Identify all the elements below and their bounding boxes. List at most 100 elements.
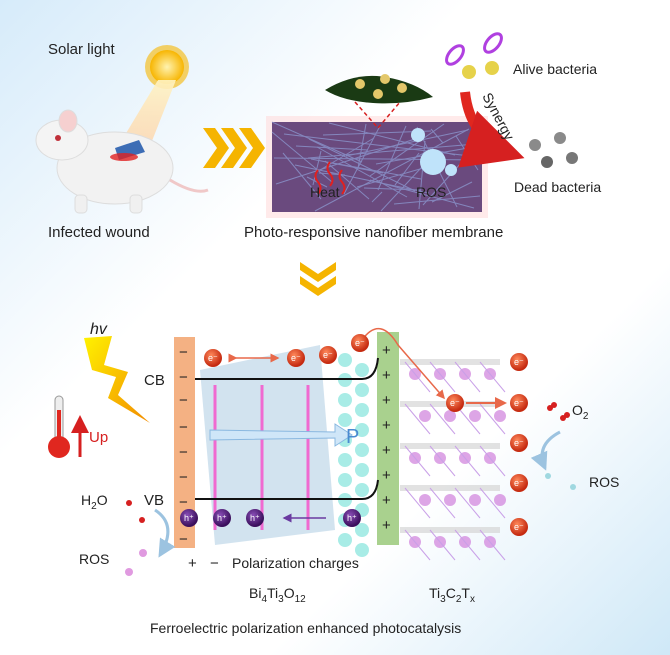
- alive-bacteria-icon: [445, 32, 503, 79]
- bond: [429, 445, 456, 477]
- ros-droplet-icon: [545, 473, 576, 490]
- ros-label-right: ROS: [589, 474, 619, 490]
- hole-ball: [213, 509, 231, 527]
- holes: h⁺h⁺h⁺h⁺: [180, 509, 361, 527]
- fiber: [316, 146, 408, 198]
- bond: [479, 445, 506, 477]
- electron-ball: [510, 474, 528, 492]
- fiber: [295, 145, 369, 151]
- minus-sign: −: [179, 469, 188, 486]
- electrons: e⁻ e⁻ e⁻ e⁻ e⁻ e⁻ e⁻ e⁻ e⁻ e⁻: [204, 334, 528, 536]
- membrane-caption: Photo-responsive nanofiber membrane: [244, 224, 503, 241]
- heat-label: Heat: [310, 184, 340, 200]
- fiber: [307, 143, 477, 159]
- fiber: [393, 195, 481, 205]
- atom: [355, 463, 369, 477]
- hole-label: h⁺: [250, 513, 260, 523]
- electron-label: e⁻: [514, 398, 524, 408]
- bond: [404, 529, 431, 561]
- electron: e⁻: [287, 349, 305, 367]
- electron-label: e⁻: [450, 398, 460, 408]
- atom: [355, 543, 369, 557]
- polarization-charges-label: Polarization charges: [232, 555, 359, 571]
- fiber: [377, 125, 407, 191]
- ti-atom: [444, 410, 456, 422]
- electron-label: e⁻: [514, 522, 524, 532]
- bond: [429, 487, 456, 519]
- electron-label: e⁻: [291, 353, 301, 363]
- electron: e⁻: [510, 434, 528, 452]
- dead-bacteria-icon: [529, 132, 578, 168]
- o2-molecule-icon: [547, 402, 570, 421]
- ros-droplet-icon: [125, 549, 147, 576]
- atom: [338, 413, 352, 427]
- atom: [338, 533, 352, 547]
- plus-sign: +: [382, 442, 391, 459]
- minus-sign: −: [179, 444, 188, 461]
- bond: [404, 487, 431, 519]
- bto-crystal: [200, 345, 369, 557]
- polarization-minus: −: [210, 555, 219, 572]
- fiber: [430, 128, 444, 144]
- electron: e⁻: [510, 518, 528, 536]
- electron: e⁻: [510, 353, 528, 371]
- electron: e⁻: [446, 394, 464, 412]
- bond: [479, 361, 506, 393]
- ti-atom: [419, 494, 431, 506]
- cb-label: CB: [144, 372, 165, 389]
- plus-sign: +: [382, 392, 391, 409]
- ti-atom: [419, 410, 431, 422]
- polarization-arrow: [209, 423, 353, 447]
- fiber: [394, 152, 420, 186]
- bond: [429, 403, 456, 435]
- fiber: [275, 137, 419, 185]
- sun-icon: [145, 45, 189, 89]
- electron-ball: [204, 349, 222, 367]
- h2o-molecule-icon: [126, 500, 145, 523]
- hole: h⁺: [213, 509, 231, 527]
- electron-ball: [319, 346, 337, 364]
- solar-light-label: Solar light: [48, 41, 116, 58]
- hole-label: h⁺: [217, 513, 227, 523]
- caption: Ferroelectric polarization enhanced phot…: [150, 620, 461, 636]
- fiber: [271, 131, 333, 183]
- plus-sign: +: [382, 517, 391, 534]
- hole-ball: [246, 509, 264, 527]
- light-beam: [122, 80, 176, 146]
- chevron-down-icon: [300, 262, 336, 296]
- plus-sign: +: [382, 367, 391, 384]
- minus-sign: −: [179, 419, 188, 436]
- fiber: [418, 140, 426, 210]
- electron-migration-arrow: [361, 328, 445, 400]
- atom: [355, 523, 369, 537]
- negative-charges: −−−−−−−−: [179, 344, 188, 548]
- electron: e⁻: [204, 349, 222, 367]
- hv-label: hv: [90, 321, 108, 338]
- atom: [355, 383, 369, 397]
- plus-sign: +: [382, 492, 391, 509]
- plus-sign: +: [382, 417, 391, 434]
- atom: [355, 423, 369, 437]
- negative-charge-bar: [174, 337, 195, 548]
- ti-atom: [469, 410, 481, 422]
- ros-label-top: ROS: [416, 184, 446, 200]
- valence-band-line: [195, 479, 379, 500]
- minus-sign: −: [179, 392, 188, 409]
- bond: [479, 403, 506, 435]
- bond: [454, 529, 481, 561]
- positive-charge-bar: [377, 332, 399, 545]
- electron-ball: [446, 394, 464, 412]
- fiber: [357, 123, 367, 169]
- atom: [355, 443, 369, 457]
- electron-label: e⁻: [514, 478, 524, 488]
- electron: e⁻: [319, 346, 337, 364]
- bond: [404, 361, 431, 393]
- bond: [479, 529, 506, 561]
- electron-ball: [510, 518, 528, 536]
- electron-label: e⁻: [355, 338, 365, 348]
- dead-bacteria-label: Dead bacteria: [514, 179, 601, 195]
- atom: [338, 353, 352, 367]
- fiber: [356, 166, 428, 188]
